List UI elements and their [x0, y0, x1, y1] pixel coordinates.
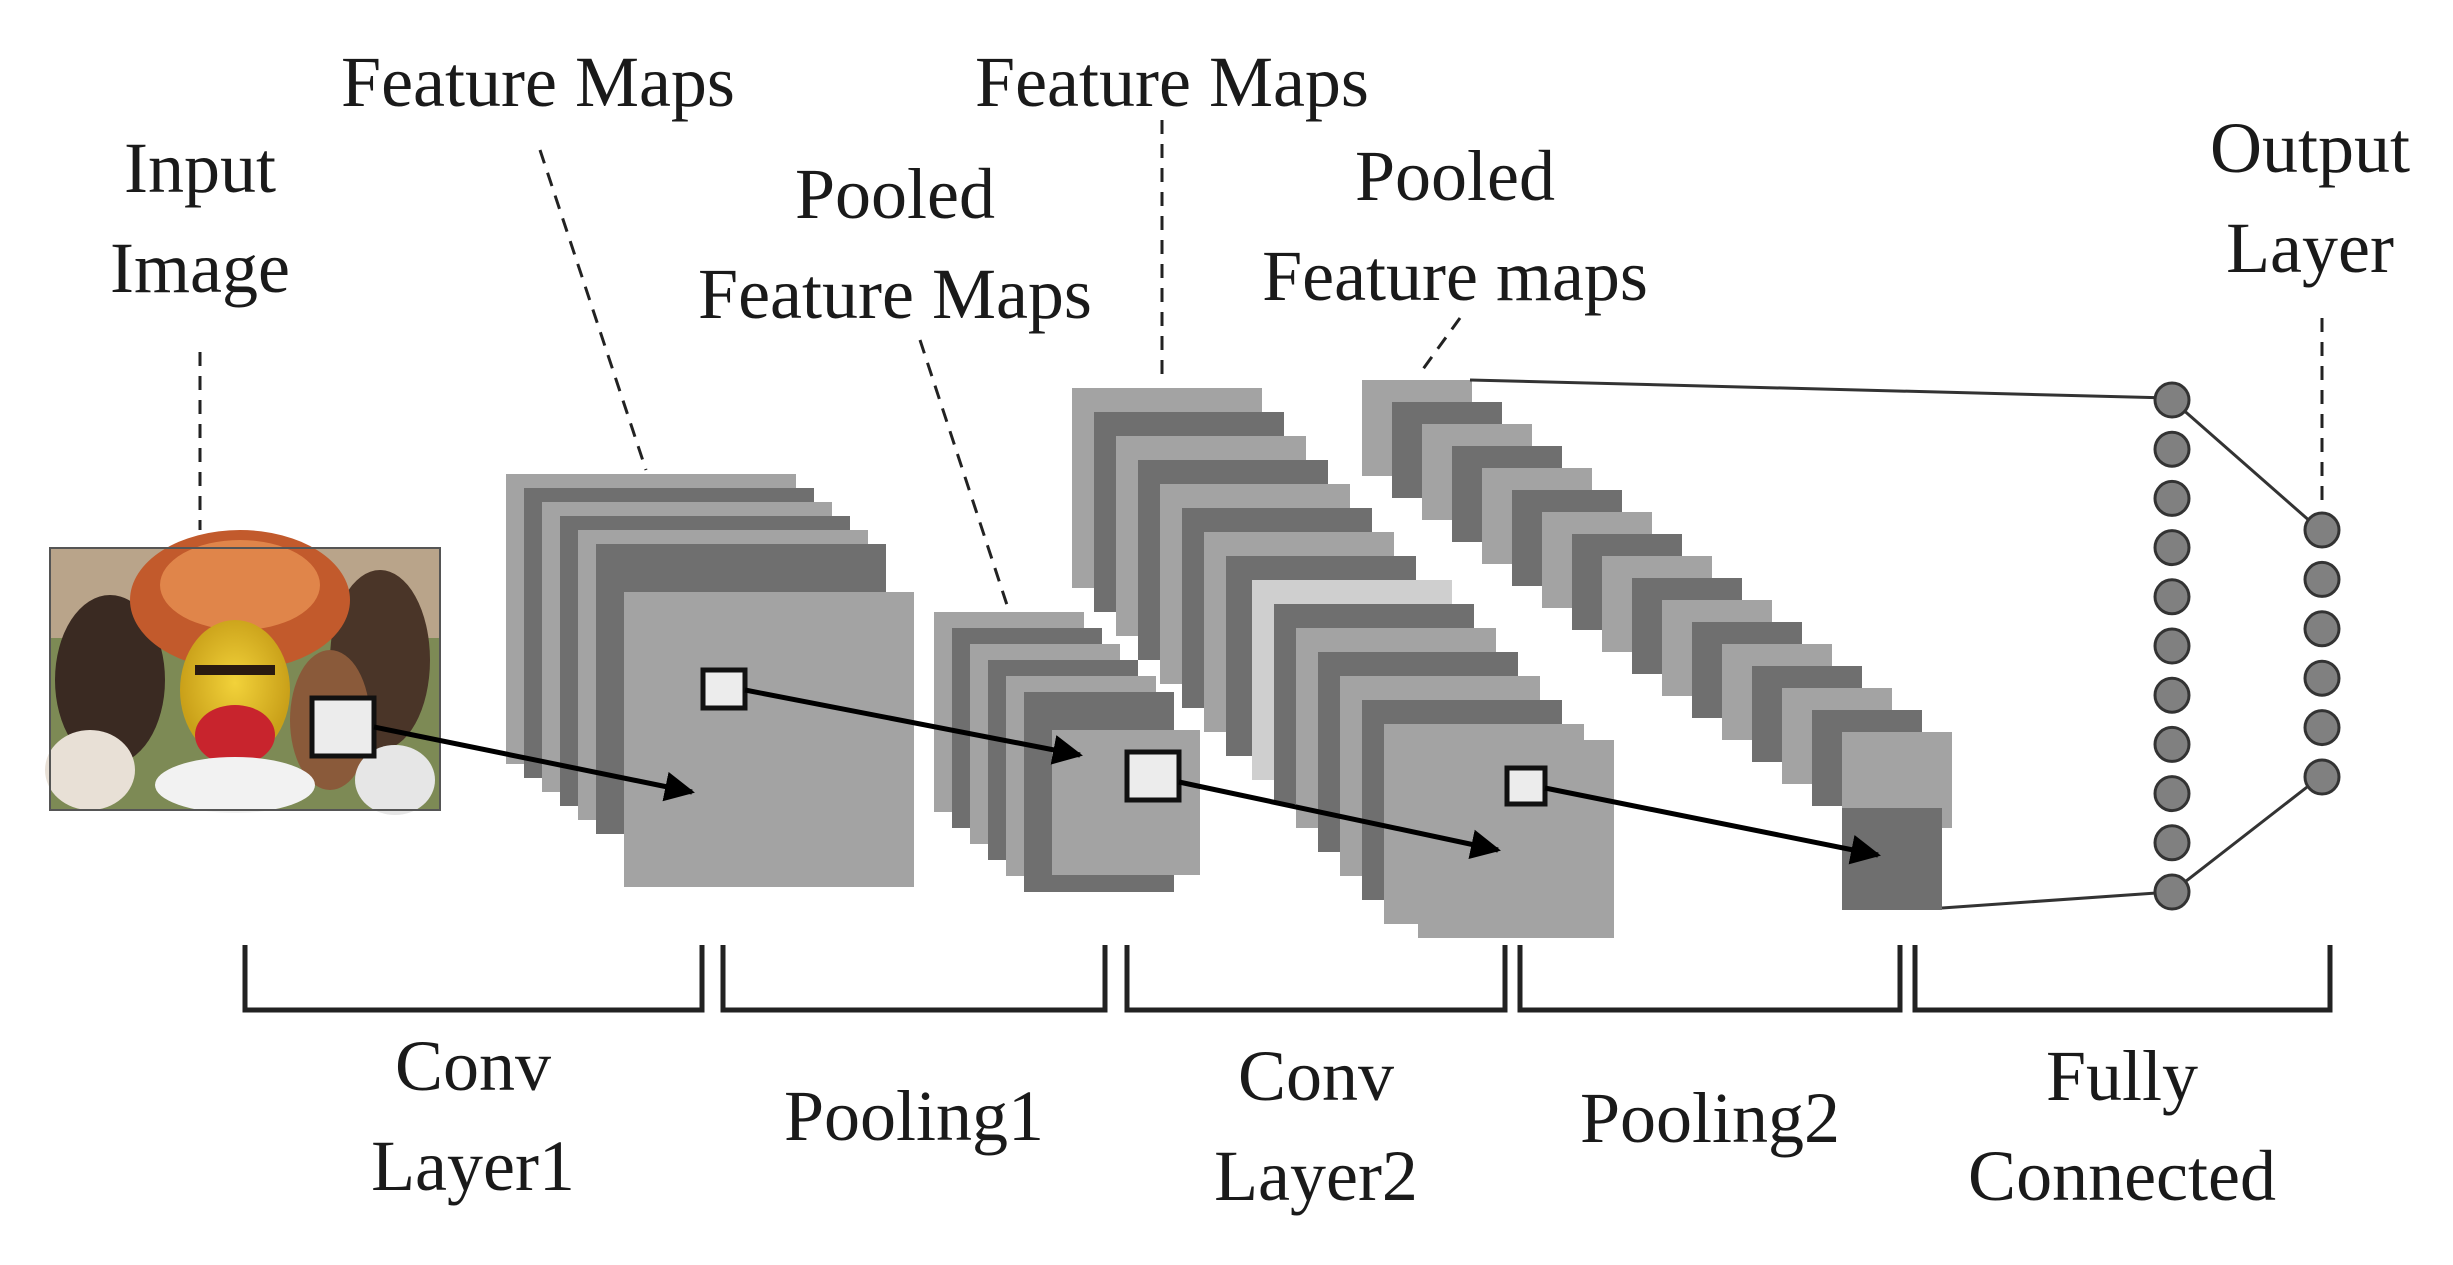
label-feature-maps-2: Feature Maps — [975, 42, 1369, 122]
pooled-feature-maps-1 — [934, 612, 1200, 892]
fc-node — [2153, 873, 2191, 911]
conv2-pooling-window — [1504, 765, 1548, 807]
pool2-to-fc-bottom-line — [1941, 890, 2171, 910]
conv2-feature-maps — [1072, 388, 1614, 938]
output-node — [2303, 758, 2341, 796]
fc-node — [2153, 578, 2191, 616]
arrow-input-to-conv1 — [373, 724, 695, 802]
arrow-conv1-to-pool1 — [744, 687, 1083, 765]
fc-to-output-bottom-line — [2171, 775, 2321, 894]
output-node — [2303, 709, 2341, 747]
stage-conv-layer2-line1: Conv — [1238, 1036, 1394, 1116]
stage-pooling1: Pooling1 — [784, 1076, 1044, 1156]
label-pooled-feature-maps-1-line1: Pooled — [795, 154, 995, 234]
label-input-image-line2: Image — [110, 228, 290, 308]
output-node — [2303, 511, 2341, 549]
leader-pooled-feature-maps-2 — [1416, 317, 1462, 377]
label-feature-maps-1: Feature Maps — [341, 42, 735, 122]
arrow-conv2-to-pool2 — [1544, 785, 1881, 865]
fc-node — [2153, 775, 2191, 813]
fc-node — [2153, 479, 2191, 517]
conv1-pooling-window — [700, 667, 748, 711]
fully-connected-nodes — [2153, 381, 2191, 911]
stage-conv-layer1-line2: Layer1 — [371, 1126, 575, 1206]
bracket-fully-connected — [1912, 945, 2333, 1013]
pool1-conv-window — [1124, 749, 1182, 803]
pooled-feature-maps-2 — [1362, 380, 1952, 910]
fc-node — [2153, 381, 2191, 419]
fc-node — [2153, 627, 2191, 665]
output-node — [2303, 610, 2341, 648]
conv1-feature-maps — [506, 474, 914, 887]
fc-node — [2153, 725, 2191, 763]
fc-node — [2153, 430, 2191, 468]
bracket-conv-layer2 — [1124, 945, 1508, 1013]
bracket-conv-layer1 — [242, 945, 705, 1013]
stage-fully-connected-line1: Fully — [2046, 1036, 2198, 1116]
pool2-to-fc-top-line — [1469, 378, 2171, 400]
output-node — [2303, 659, 2341, 697]
leader-pooled-feature-maps-1 — [918, 339, 1010, 609]
input-receptive-window — [309, 695, 377, 759]
label-pooled-feature-maps-1-line2: Feature Maps — [698, 254, 1092, 334]
input-image — [45, 530, 441, 815]
output-node — [2303, 560, 2341, 598]
stage-conv-layer1-line1: Conv — [395, 1026, 551, 1106]
stage-conv-layer2-line2: Layer2 — [1214, 1136, 1418, 1216]
leader-feature-maps-1 — [538, 149, 648, 471]
bracket-pooling2 — [1517, 945, 1903, 1013]
label-pooled-feature-maps-2-line2: Feature maps — [1262, 236, 1648, 316]
fc-to-output-top-line — [2171, 398, 2321, 532]
output-layer-nodes — [2303, 511, 2341, 796]
fc-node — [2153, 676, 2191, 714]
stage-pooling2: Pooling2 — [1580, 1078, 1840, 1158]
label-pooled-feature-maps-2-line1: Pooled — [1355, 136, 1555, 216]
label-output-layer-line1: Output — [2210, 108, 2410, 188]
stage-fully-connected-line2: Connected — [1968, 1136, 2276, 1216]
label-output-layer-line2: Layer — [2226, 208, 2394, 288]
fc-node — [2153, 529, 2191, 567]
arrow-pool1-to-conv2 — [1178, 779, 1501, 860]
bracket-pooling1 — [720, 945, 1108, 1013]
fc-node — [2153, 824, 2191, 862]
label-input-image-line1: Input — [124, 128, 276, 208]
